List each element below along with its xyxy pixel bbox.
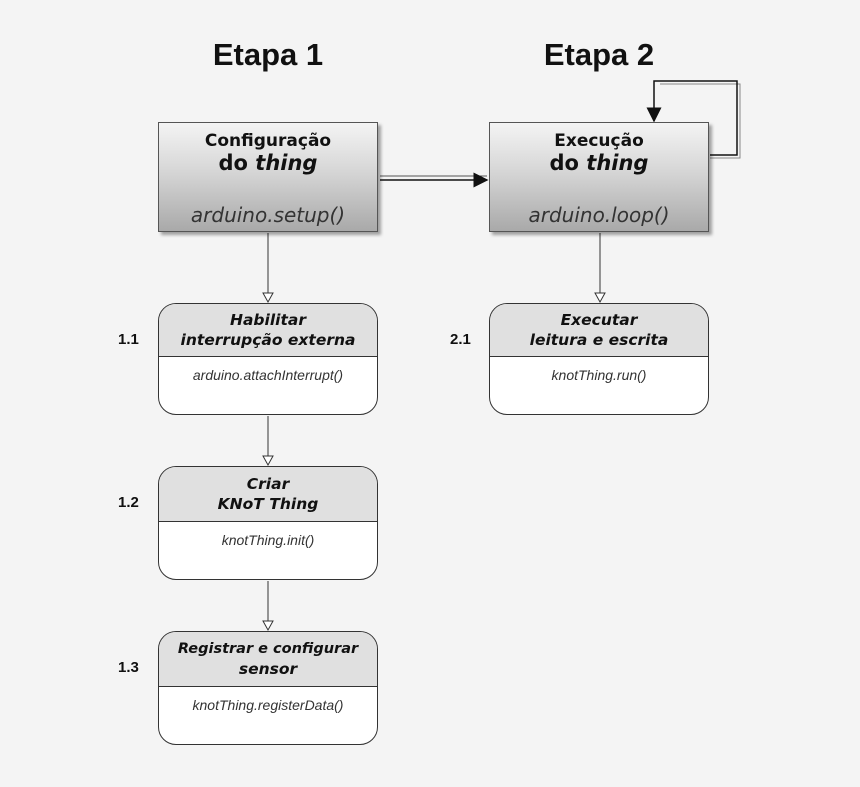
step-box: Registrar e configurar sensor knotThing.… <box>158 631 378 745</box>
step-title-line1: Registrar e configurar <box>177 641 359 657</box>
step-number: 1.1 <box>118 331 139 348</box>
step-function: knotThing.run() <box>551 367 647 383</box>
step-title-line2: sensor <box>238 660 298 678</box>
setup-box: Configuração do thing arduino.setup() <box>158 122 378 232</box>
step-box: Criar KNoT Thing knotThing.init() <box>158 466 378 580</box>
step-function: knotThing.registerData() <box>192 697 344 713</box>
step-header: Criar KNoT Thing <box>159 467 377 522</box>
arrow-loop-outer <box>660 83 741 159</box>
step-box: Habilitar interrupção externa arduino.at… <box>158 303 378 415</box>
stage-2-title: Etapa 2 <box>543 37 655 72</box>
step-header: Habilitar interrupção externa <box>159 304 377 357</box>
step-box: Executar leitura e escrita knotThing.run… <box>489 303 709 415</box>
step-title-line1: Criar <box>246 475 290 493</box>
step-number: 2.1 <box>450 331 471 348</box>
loop-box-function: arduino.loop() <box>528 203 670 227</box>
step-title-line2: interrupção externa <box>180 331 356 349</box>
step-number: 1.3 <box>118 659 139 676</box>
step-title-line2: leitura e escrita <box>529 331 669 349</box>
setup-box-subtitle: do thing <box>218 151 318 175</box>
stage-1-title: Etapa 1 <box>212 37 324 72</box>
step-function: knotThing.init() <box>221 532 315 548</box>
step-function: arduino.attachInterrupt() <box>192 367 344 383</box>
setup-box-function: arduino.setup() <box>190 203 346 227</box>
step-header: Executar leitura e escrita <box>490 304 708 357</box>
loop-box-subtitle: do thing <box>549 151 649 175</box>
step-title-line1: Executar <box>560 311 638 329</box>
step-title-line2: KNoT Thing <box>217 495 319 513</box>
setup-box-title: Configuração <box>204 131 332 151</box>
step-header: Registrar e configurar sensor <box>159 632 377 687</box>
step-number: 1.2 <box>118 494 139 511</box>
loop-box: Execução do thing arduino.loop() <box>489 122 709 232</box>
loop-box-title: Execução <box>554 131 644 151</box>
arrow-loop <box>646 80 738 156</box>
step-title-line1: Habilitar <box>230 311 306 329</box>
